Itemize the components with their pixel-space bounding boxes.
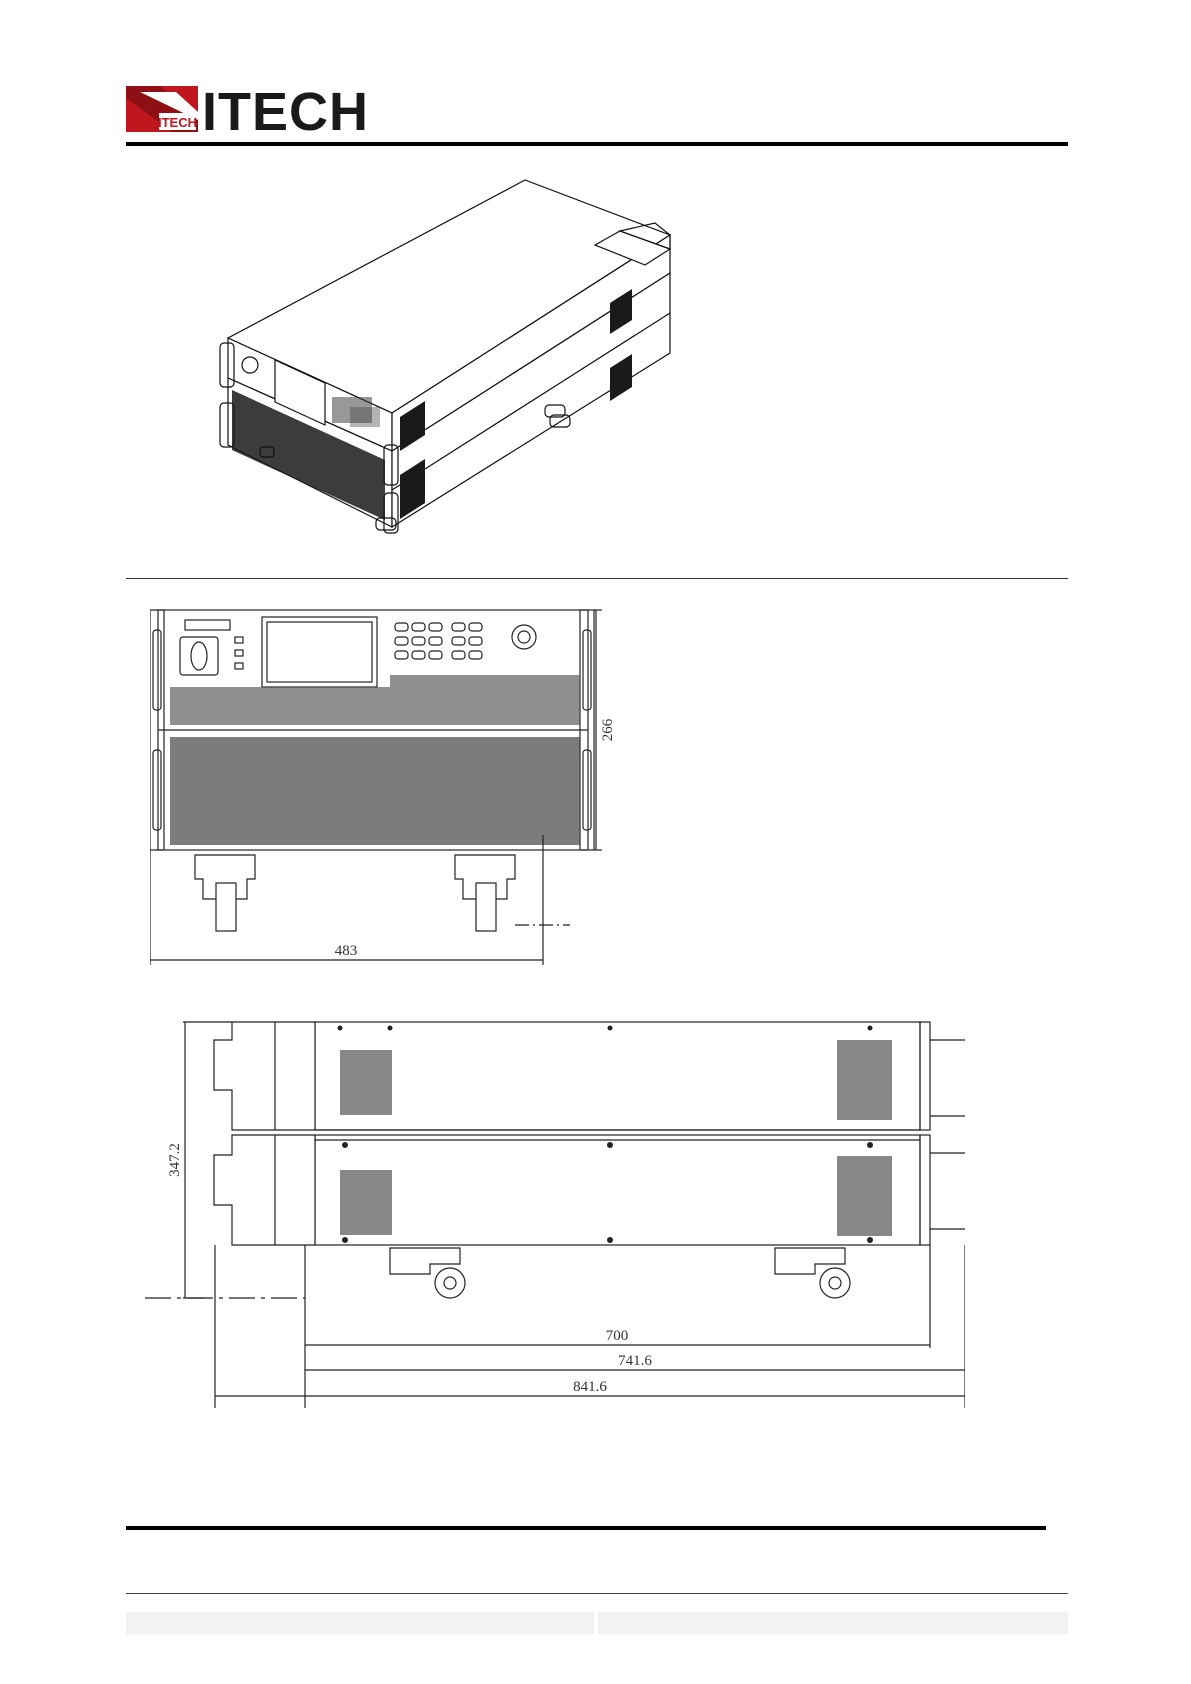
footer-thin-rule xyxy=(126,1593,1068,1594)
side-view-drawing: 347.2 700 741.6 841.6 xyxy=(145,1008,965,1428)
header-rule xyxy=(126,142,1068,146)
footer-right-cell xyxy=(598,1612,1068,1634)
side-depth-741-dimension: 741.6 xyxy=(618,1353,652,1369)
logo-badge-text: ITECH xyxy=(158,115,197,130)
brand-name: ITECH xyxy=(202,84,369,134)
footer-thick-rule xyxy=(126,1526,1046,1530)
isometric-view-drawing xyxy=(200,175,740,570)
itech-logo: ITECH ITECH xyxy=(126,84,396,134)
footer-left-cell xyxy=(126,1612,594,1634)
side-depth-700-dimension: 700 xyxy=(606,1328,629,1344)
side-depth-841-dimension: 841.6 xyxy=(573,1379,607,1395)
side-height-dimension: 347.2 xyxy=(167,1143,183,1177)
logo-badge: ITECH xyxy=(126,86,198,132)
front-width-dimension: 483 xyxy=(335,943,358,959)
section-rule xyxy=(126,578,1068,579)
front-view-drawing: 266 483 xyxy=(150,605,650,985)
front-height-dimension: 266 xyxy=(600,718,616,741)
